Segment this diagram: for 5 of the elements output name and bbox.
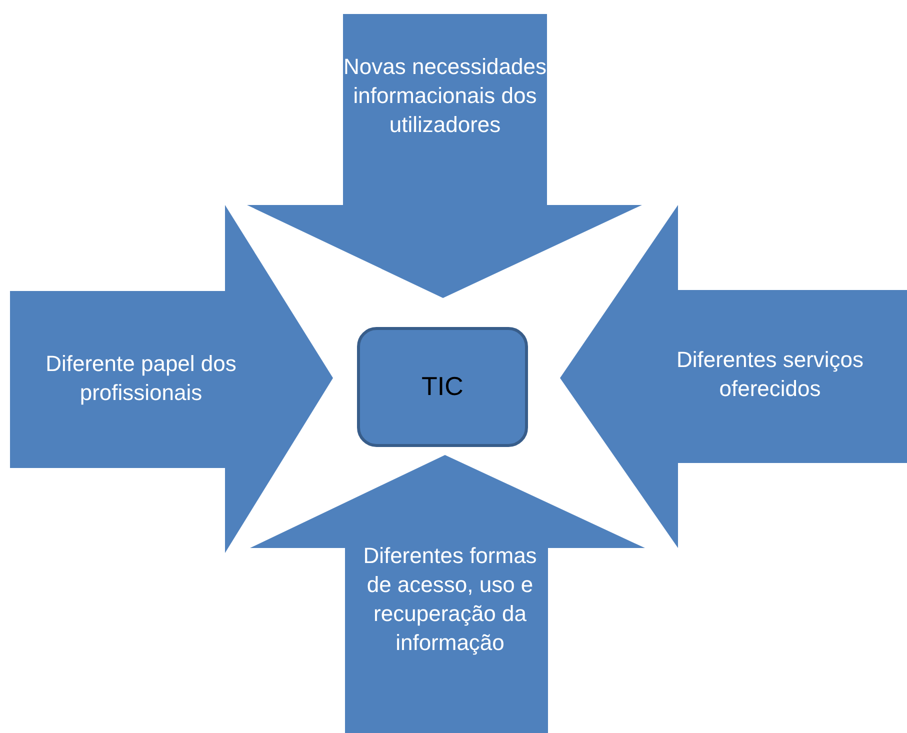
box-label: TIC	[420, 370, 464, 403]
arrow-label: Novas necessidades informacionais dos utilizadores	[343, 53, 547, 139]
arrow-label: Diferente papel dos profissionais	[44, 350, 238, 407]
arrow-label: Diferentes serviços oferecidos	[675, 346, 865, 403]
arrow-label: Diferentes formas de acesso, uso e recuperação da informação	[362, 542, 538, 657]
